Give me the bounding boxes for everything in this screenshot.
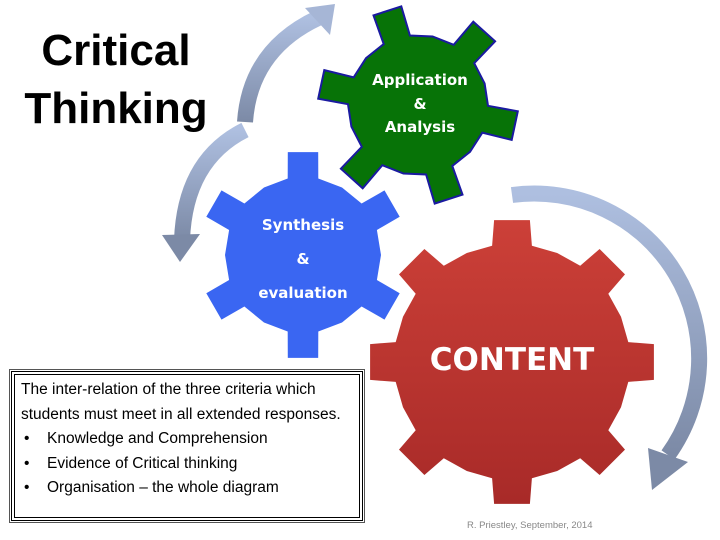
cycle-arrow-left — [162, 122, 249, 262]
list-item: Evidence of Critical thinking — [21, 452, 353, 477]
synthesis-label: Synthesis — [261, 216, 345, 234]
content-gear — [370, 220, 654, 504]
ampersand: & — [296, 250, 310, 268]
title-line-2: Thinking — [24, 84, 208, 133]
synthesis-gear — [206, 152, 400, 358]
cycle-arrow-right — [510, 185, 708, 490]
evaluation-label: evaluation — [258, 284, 348, 302]
cycle-arrow-top — [237, 4, 335, 123]
application-gear-label: Application & Analysis — [355, 66, 485, 142]
content-gear-label: CONTENT — [429, 342, 595, 378]
slide-title: Critical Thinking — [16, 22, 216, 138]
application-gear — [317, 5, 519, 205]
synthesis-gear-label: Synthesis & evaluation — [238, 208, 368, 310]
criteria-list: Knowledge and Comprehension Evidence of … — [21, 427, 353, 501]
infobox-intro: The inter-relation of the three criteria… — [21, 381, 341, 423]
application-label: Application — [372, 71, 468, 89]
list-item: Knowledge and Comprehension — [21, 427, 353, 452]
criteria-infobox: The inter-relation of the three criteria… — [9, 369, 365, 523]
list-item: Organisation – the whole diagram — [21, 476, 353, 501]
ampersand: & — [413, 95, 427, 113]
credit-text: R. Priestley, September, 2014 — [467, 520, 593, 531]
title-line-1: Critical — [41, 26, 191, 75]
analysis-label: Analysis — [384, 118, 456, 136]
